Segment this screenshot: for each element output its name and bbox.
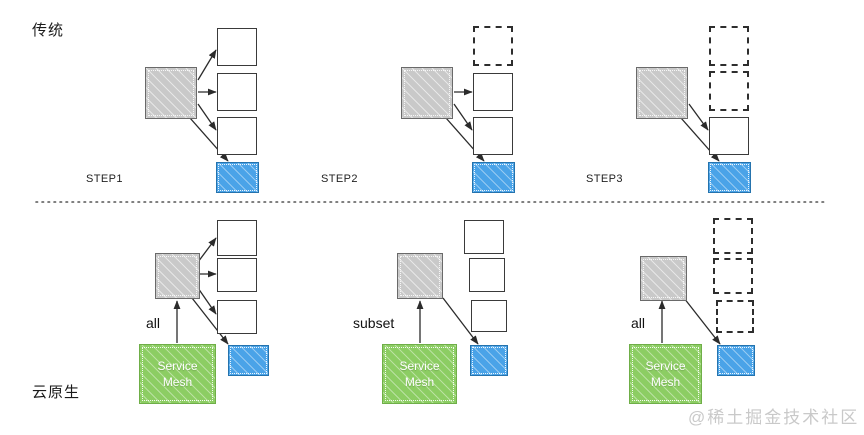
target-node-bottom-step3-3-retired[interactable]: [716, 300, 754, 333]
target-node-top-step1-1[interactable]: [217, 28, 257, 66]
target-node-top-step1-2[interactable]: [217, 73, 257, 111]
edge-label-all-step1: all: [146, 315, 161, 331]
service-mesh-label-step1: Service Mesh: [157, 358, 197, 390]
target-node-top-step2-new[interactable]: [472, 162, 515, 193]
watermark: @稀土掘金技术社区: [688, 408, 860, 427]
service-mesh-line2: Mesh: [650, 375, 681, 389]
source-node-bottom-step2[interactable]: [397, 253, 443, 299]
target-node-bottom-step1-new[interactable]: [228, 345, 269, 376]
service-mesh-line1: Service: [157, 359, 198, 373]
source-node-top-step3[interactable]: [636, 67, 688, 119]
target-node-top-step2-1-retired[interactable]: [473, 26, 513, 66]
service-mesh-node-step2[interactable]: Service Mesh: [382, 344, 457, 404]
step-label-top-2: STEP2: [321, 173, 358, 185]
target-node-bottom-step2-2[interactable]: [469, 258, 505, 292]
target-node-top-step3-2-retired[interactable]: [709, 71, 749, 111]
arrows-bottom-step1: [191, 237, 229, 345]
step-label-top-3: STEP3: [586, 173, 623, 185]
target-node-bottom-step2-1[interactable]: [464, 220, 504, 254]
service-mesh-line1: Service: [399, 359, 440, 373]
target-node-bottom-step3-2-retired[interactable]: [713, 258, 753, 294]
target-node-bottom-step3-1-retired[interactable]: [713, 218, 753, 254]
edge-label-subset-step2: subset: [353, 315, 395, 331]
target-node-top-step3-3[interactable]: [709, 117, 749, 155]
service-mesh-label-step2: Service Mesh: [399, 358, 439, 390]
target-node-bottom-step2-new[interactable]: [470, 345, 508, 376]
edge-label-all-step3: all: [631, 315, 646, 331]
arrows-bottom-step3: [683, 297, 721, 345]
target-node-bottom-step1-3[interactable]: [217, 300, 257, 334]
target-node-top-step3-1-retired[interactable]: [709, 26, 749, 66]
source-node-top-step2[interactable]: [401, 67, 453, 119]
service-mesh-node-step3[interactable]: Service Mesh: [629, 344, 702, 404]
service-mesh-node-step1[interactable]: Service Mesh: [139, 344, 216, 404]
target-node-bottom-step3-new[interactable]: [717, 345, 755, 376]
service-mesh-line2: Mesh: [404, 375, 435, 389]
target-node-bottom-step1-1[interactable]: [217, 220, 257, 256]
service-mesh-label-step3: Service Mesh: [645, 358, 685, 390]
section-title-cloudnative: 云原生: [32, 384, 81, 401]
target-node-top-step1-3[interactable]: [217, 117, 257, 155]
target-node-top-step2-3[interactable]: [473, 117, 513, 155]
target-node-top-step3-new[interactable]: [708, 162, 751, 193]
step-label-top-1: STEP1: [86, 173, 123, 185]
source-node-bottom-step1[interactable]: [155, 253, 200, 299]
target-node-bottom-step2-3[interactable]: [471, 300, 507, 332]
service-mesh-line1: Service: [645, 359, 686, 373]
source-node-top-step1[interactable]: [145, 67, 197, 119]
arrows-bottom-step2: [442, 297, 479, 345]
target-node-top-step2-2[interactable]: [473, 73, 513, 111]
service-mesh-line2: Mesh: [162, 375, 193, 389]
target-node-bottom-step1-2[interactable]: [217, 258, 257, 292]
source-node-bottom-step3[interactable]: [640, 256, 687, 301]
section-title-traditional: 传统: [32, 22, 65, 39]
target-node-top-step1-new[interactable]: [216, 162, 259, 193]
